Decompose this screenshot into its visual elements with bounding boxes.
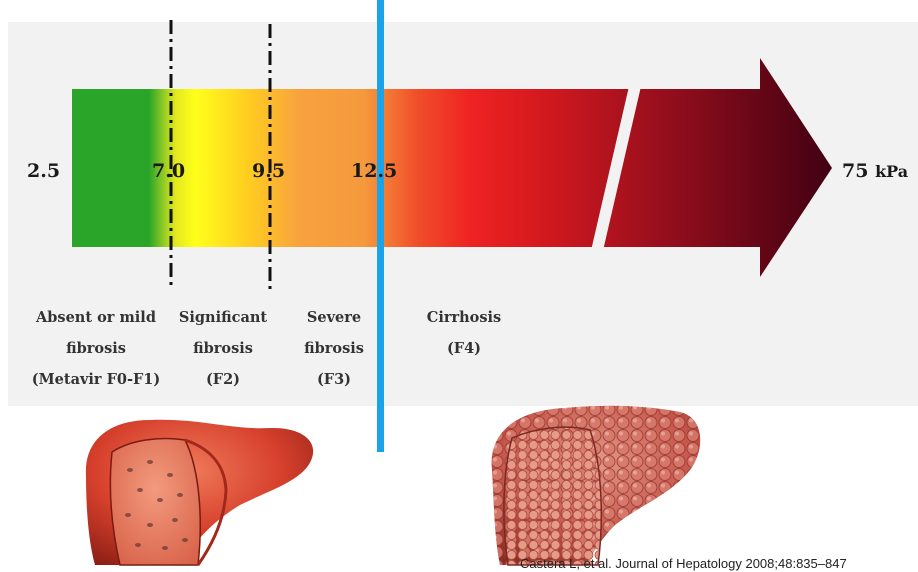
stage-label-line: Severe xyxy=(292,302,376,333)
stage-label-line: Absent or mild xyxy=(28,302,164,333)
scale-end-value: 75 xyxy=(842,160,868,182)
threshold-label-9-5: 9.5 xyxy=(252,160,285,182)
stage-label-line: Cirrhosis xyxy=(416,302,512,333)
stage-label-f3: Severe fibrosis (F3) xyxy=(292,302,376,395)
stage-label-line: (F4) xyxy=(416,333,512,364)
stage-label-line: (Metavir F0-F1) xyxy=(28,364,164,395)
fibrosis-scale-arrow xyxy=(72,58,832,277)
scale-start-label: 2.5 xyxy=(27,160,60,182)
stage-label-line: fibrosis xyxy=(292,333,376,364)
cirrhotic-liver-illustration xyxy=(492,406,701,565)
stage-label-f2: Significant fibrosis (F2) xyxy=(172,302,274,395)
stage-label-line: (F3) xyxy=(292,364,376,395)
stage-label-line: Significant xyxy=(172,302,274,333)
stage-label-line: fibrosis xyxy=(28,333,164,364)
citation-text: Castera L, et al. Journal of Hepatology … xyxy=(520,556,847,571)
scale-end-label: 75 kPa xyxy=(842,160,908,182)
stage-label-f0-f1: Absent or mild fibrosis (Metavir F0-F1) xyxy=(28,302,164,395)
threshold-label-12-5: 12.5 xyxy=(351,160,397,182)
healthy-liver-illustration xyxy=(86,420,313,565)
stage-label-line: (F2) xyxy=(172,364,274,395)
blue-marker-line xyxy=(377,0,384,452)
stage-label-line: fibrosis xyxy=(172,333,274,364)
stage-label-f4: Cirrhosis (F4) xyxy=(416,302,512,364)
threshold-label-7: 7.0 xyxy=(152,160,185,182)
scale-end-unit: kPa xyxy=(875,162,908,181)
